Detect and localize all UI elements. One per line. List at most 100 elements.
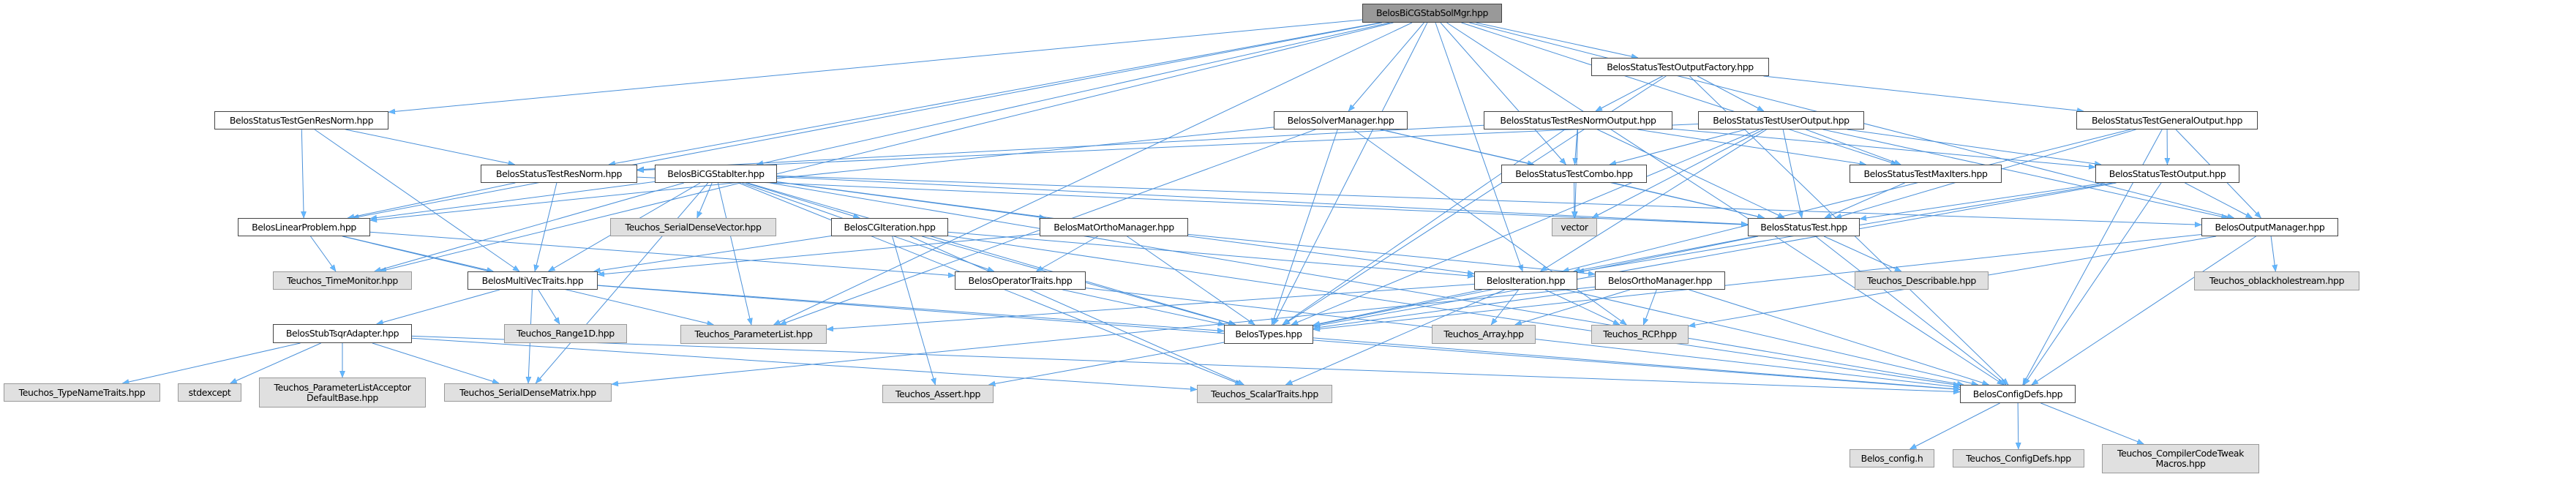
dependency-edge-outmgr-to-oblack [2270, 236, 2275, 271]
dependency-edge-orthomgr-to-types [1313, 289, 1596, 328]
graph-node-userout[interactable]: BelosStatusTestUserOutput.hpp [1698, 111, 1864, 129]
graph-node-timemon[interactable]: Teuchos_TimeMonitor.hpp [273, 271, 412, 290]
dependency-edge-combo-to-stattest [1613, 182, 1764, 218]
dependency-edge-outmgr-to-configdefs [2032, 236, 2256, 386]
graph-node-matortho[interactable]: BelosMatOrthoManager.hpp [1040, 218, 1188, 236]
dependency-edge-solmgr-to-factory [1476, 22, 1637, 58]
dependency-edge-userout-to-vector [1592, 129, 1764, 219]
graph-node-sdvec[interactable]: Teuchos_SerialDenseVector.hpp [610, 218, 776, 236]
graph-node-typename[interactable]: Teuchos_TypeNameTraits.hpp [4, 383, 160, 402]
dependency-edge-stout-to-configdefs [2024, 182, 2162, 385]
dependency-edge-solvermgr-to-rcp [1353, 129, 1626, 326]
dependency-edge-stubtsqr-to-stdexcept [230, 342, 321, 384]
graph-node-assert[interactable]: Teuchos_Assert.hpp [882, 385, 994, 403]
dependency-edge-mvtraits-to-stubtsqr [377, 289, 500, 324]
dependency-edge-matortho-to-mvtraits [598, 233, 1040, 274]
dependency-edge-iteration-to-configdefs [1565, 289, 1978, 385]
graph-node-resnormout[interactable]: BelosStatusTestResNormOutput.hpp [1484, 111, 1672, 129]
dependency-edge-mvtraits-to-types [597, 285, 1224, 331]
dependency-edge-stattest-to-configdefs [1815, 236, 2006, 386]
graph-node-linprob[interactable]: BelosLinearProblem.hpp [238, 218, 370, 236]
graph-node-maxiters[interactable]: BelosStatusTestMaxIters.hpp [1850, 165, 2002, 183]
graph-node-tweak[interactable]: Teuchos_CompilerCodeTweak Macros.hpp [2102, 444, 2259, 473]
graph-node-belosconfig[interactable]: Belos_config.h [1850, 449, 1934, 467]
graph-node-solvermgr[interactable]: BelosSolverManager.hpp [1274, 111, 1408, 129]
graph-node-factory[interactable]: BelosStatusTestOutputFactory.hpp [1591, 58, 1769, 76]
dependency-edge-bicgiter-to-types [747, 182, 1236, 325]
dependency-edge-iteration-to-array [1490, 289, 1520, 325]
graph-node-tconfigdefs[interactable]: Teuchos_ConfigDefs.hpp [1953, 449, 2084, 467]
dependency-edge-solmgr-to-configdefs [1446, 22, 2003, 386]
dependency-edge-userout-to-stattest [1782, 129, 1802, 218]
dependency-edge-resnorm-to-linprob [348, 182, 516, 218]
dependency-edge-userout-to-outmgr [1822, 129, 2228, 218]
dependency-edge-matortho-to-optraits [1036, 236, 1098, 272]
dependency-edge-bicgiter-to-configdefs [770, 182, 1964, 385]
graph-node-cgiter[interactable]: BelosCGIteration.hpp [831, 218, 948, 236]
graph-node-stdexcept[interactable]: stdexcept [178, 383, 241, 402]
dependency-edge-generalout-to-iteration [1563, 129, 2131, 271]
dependency-edge-resnormout-to-combo [1574, 129, 1577, 165]
graph-node-bicgiter[interactable]: BelosBiCGStabIter.hpp [655, 165, 777, 183]
dependency-edge-stattest-to-iteration [1574, 236, 1757, 271]
dependency-edge-types-to-assert [988, 342, 1225, 385]
graph-node-types[interactable]: BelosTypes.hpp [1224, 325, 1313, 344]
graph-node-array[interactable]: Teuchos_Array.hpp [1432, 325, 1536, 344]
graph-node-orthomgr[interactable]: BelosOrthoManager.hpp [1595, 271, 1725, 290]
graph-node-iteration[interactable]: BelosIteration.hpp [1474, 271, 1577, 290]
graph-node-mvtraits[interactable]: BelosMultiVecTraits.hpp [467, 271, 598, 290]
dependency-edge-cgiter-to-mvtraits [594, 235, 832, 271]
dependency-edge-resnormout-to-maxiters [1637, 129, 1866, 165]
dependency-edge-stattest-to-describable [1823, 236, 1901, 272]
graph-node-rcp[interactable]: Teuchos_RCP.hpp [1591, 325, 1689, 344]
graph-node-genresnorm[interactable]: BelosStatusTestGenResNorm.hpp [214, 111, 388, 129]
dependency-edge-bicgiter-to-stattest [776, 176, 1748, 225]
dependency-edge-bicgiter-to-linprob [370, 181, 656, 218]
graph-node-stattest[interactable]: BelosStatusTest.hpp [1748, 218, 1860, 236]
dependency-edge-stubtsqr-to-typename [122, 342, 301, 383]
graph-node-resnorm[interactable]: BelosStatusTestResNorm.hpp [481, 165, 637, 183]
dependency-edge-orthomgr-to-rcp [1642, 289, 1657, 325]
graph-node-outmgr[interactable]: BelosOutputManager.hpp [2201, 218, 2338, 236]
dependency-edge-linprob-to-optraits [369, 231, 955, 276]
graph-node-solmgr: BelosBiCGStabSolMgr.hpp [1362, 4, 1502, 23]
dependency-edge-stout-to-stattest [1860, 182, 2106, 219]
dependency-edge-linprob-to-timemon [310, 236, 337, 271]
graph-node-configdefs[interactable]: BelosConfigDefs.hpp [1960, 385, 2076, 403]
graph-node-stout[interactable]: BelosStatusTestOutput.hpp [2095, 165, 2239, 183]
graph-node-sdmat[interactable]: Teuchos_SerialDenseMatrix.hpp [444, 383, 612, 402]
dependency-edge-stubtsqr-to-scalartraits [411, 337, 1197, 389]
dependency-edge-solmgr-to-iteration [1435, 22, 1522, 271]
dependency-edge-userout-to-maxiters [1806, 129, 1901, 165]
dependency-edge-orthomgr-to-configdefs [1689, 289, 1989, 385]
graph-node-optraits[interactable]: BelosOperatorTraits.hpp [955, 271, 1086, 290]
dependency-edge-solmgr-to-resnorm [609, 22, 1381, 165]
graph-node-generalout[interactable]: BelosStatusTestGeneralOutput.hpp [2076, 111, 2258, 129]
dependency-edge-userout-to-stout [1847, 129, 2101, 165]
dependency-edge-cgiter-to-configdefs [947, 235, 1960, 385]
graph-node-range1d[interactable]: Teuchos_Range1D.hpp [504, 324, 627, 343]
dependency-edge-stout-to-types [1313, 182, 2117, 326]
dependency-edge-resnorm-to-stattest [637, 176, 1748, 225]
graph-node-describable[interactable]: Teuchos_Describable.hpp [1855, 271, 1989, 290]
dependency-edge-cgiter-to-scalartraits [909, 236, 1244, 386]
dependency-edge-genresnorm-to-resnorm [345, 129, 514, 165]
dependency-edge-factory-to-userout [1697, 75, 1764, 112]
graph-node-vector[interactable]: vector [1552, 218, 1597, 236]
dependency-edge-genresnorm-to-linprob [301, 129, 304, 218]
dependency-edge-stout-to-outmgr [2185, 182, 2252, 219]
dependency-edge-stubtsqr-to-configdefs [411, 335, 1960, 391]
dependency-edge-factory-to-generalout [1763, 75, 2084, 111]
graph-node-paramlist[interactable]: Teuchos_ParameterList.hpp [680, 325, 827, 344]
graph-node-stubtsqr[interactable]: BelosStubTsqrAdapter.hpp [273, 324, 412, 343]
dependency-edge-solmgr-to-timemon [380, 22, 1394, 271]
graph-node-combo[interactable]: BelosStatusTestCombo.hpp [1501, 165, 1647, 183]
dependency-edge-solvermgr-to-linprob [370, 127, 1274, 220]
dependency-edge-cgiter-to-assert [892, 236, 936, 385]
graph-node-scalartraits[interactable]: Teuchos_ScalarTraits.hpp [1197, 385, 1332, 403]
dependency-edge-solmgr-to-paramlist [773, 22, 1413, 326]
graph-node-pladb[interactable]: Teuchos_ParameterListAcceptor DefaultBas… [259, 378, 426, 407]
dependency-edge-userout-to-types [1291, 129, 1760, 326]
graph-node-oblack[interactable]: Teuchos_oblackholestream.hpp [2194, 271, 2359, 290]
dependency-edge-iteration-to-paramlist [827, 283, 1475, 329]
